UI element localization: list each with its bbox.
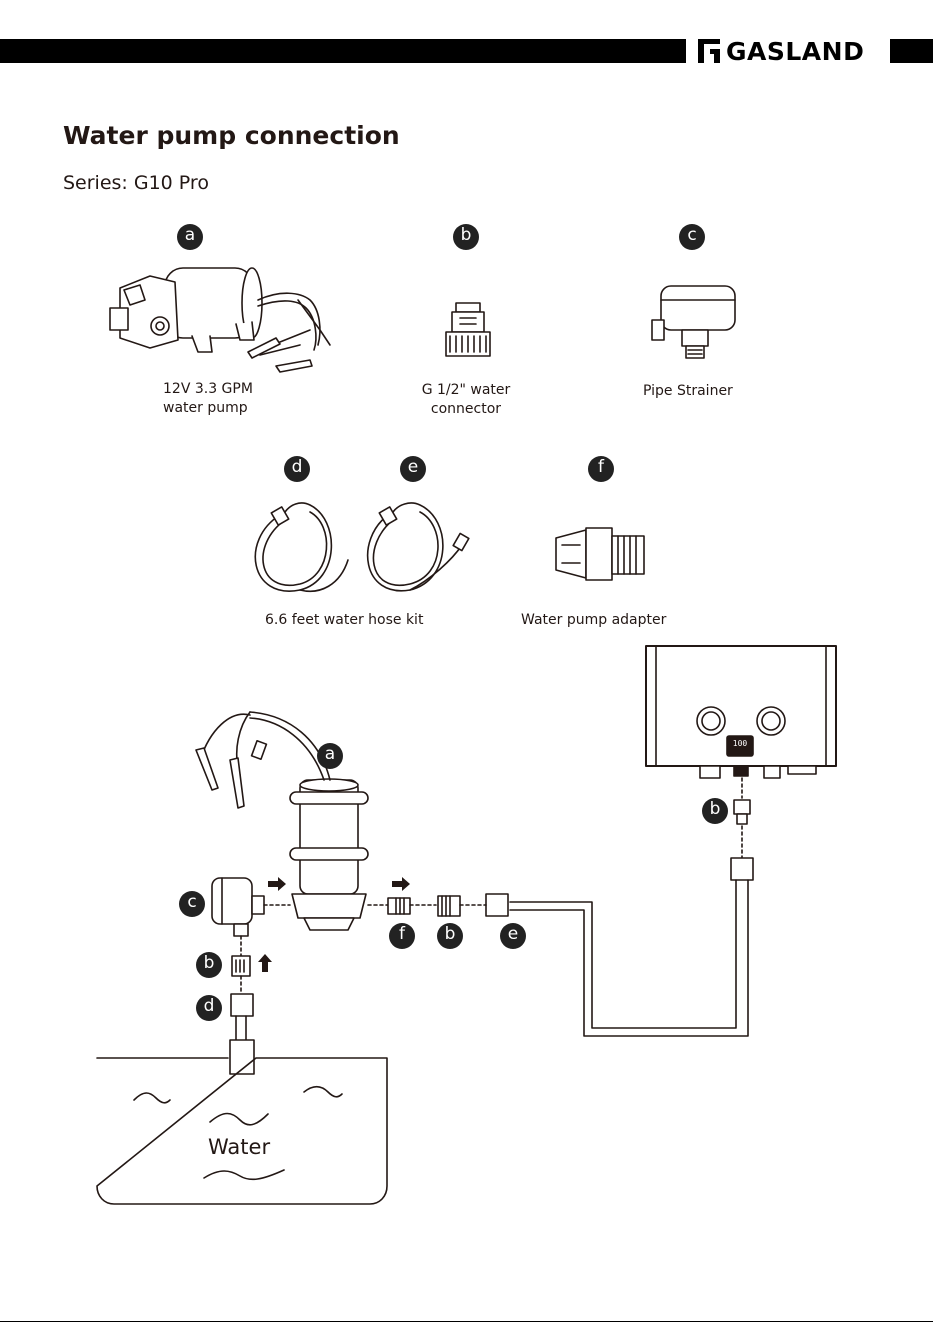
- water-heater-illustration: [646, 646, 836, 778]
- diagram-badge-adapter: f: [389, 923, 415, 949]
- pipe-strainer-illustration: [652, 286, 735, 358]
- hose-route-illustration: [486, 858, 753, 1036]
- hose-d-illustration: [255, 503, 348, 591]
- heater-connector-illustration: [734, 778, 750, 858]
- heater-display-readout: 100: [729, 739, 751, 748]
- diagram-badge-connector-lower: b: [196, 952, 222, 978]
- diagram-badge-strainer: c: [179, 891, 205, 917]
- hose-e-illustration: [368, 503, 469, 591]
- diagram-badge-connector-inline: b: [437, 923, 463, 949]
- diagram-badge-hose-e: e: [500, 923, 526, 949]
- diagram-badge-connector-heater: b: [702, 798, 728, 824]
- water-label: Water: [208, 1135, 270, 1159]
- water-tank-illustration: [97, 1058, 387, 1204]
- diagram-badge-pump: a: [317, 743, 343, 769]
- inline-fittings-illustration: [368, 896, 486, 916]
- footer-line: [0, 1321, 933, 1322]
- connector-illustration: [446, 303, 490, 356]
- lower-connector-illustration: [230, 956, 254, 1074]
- pump-adapter-illustration: [556, 528, 644, 580]
- diagram-badge-hose-d: d: [196, 995, 222, 1021]
- water-pump-illustration: [110, 268, 330, 372]
